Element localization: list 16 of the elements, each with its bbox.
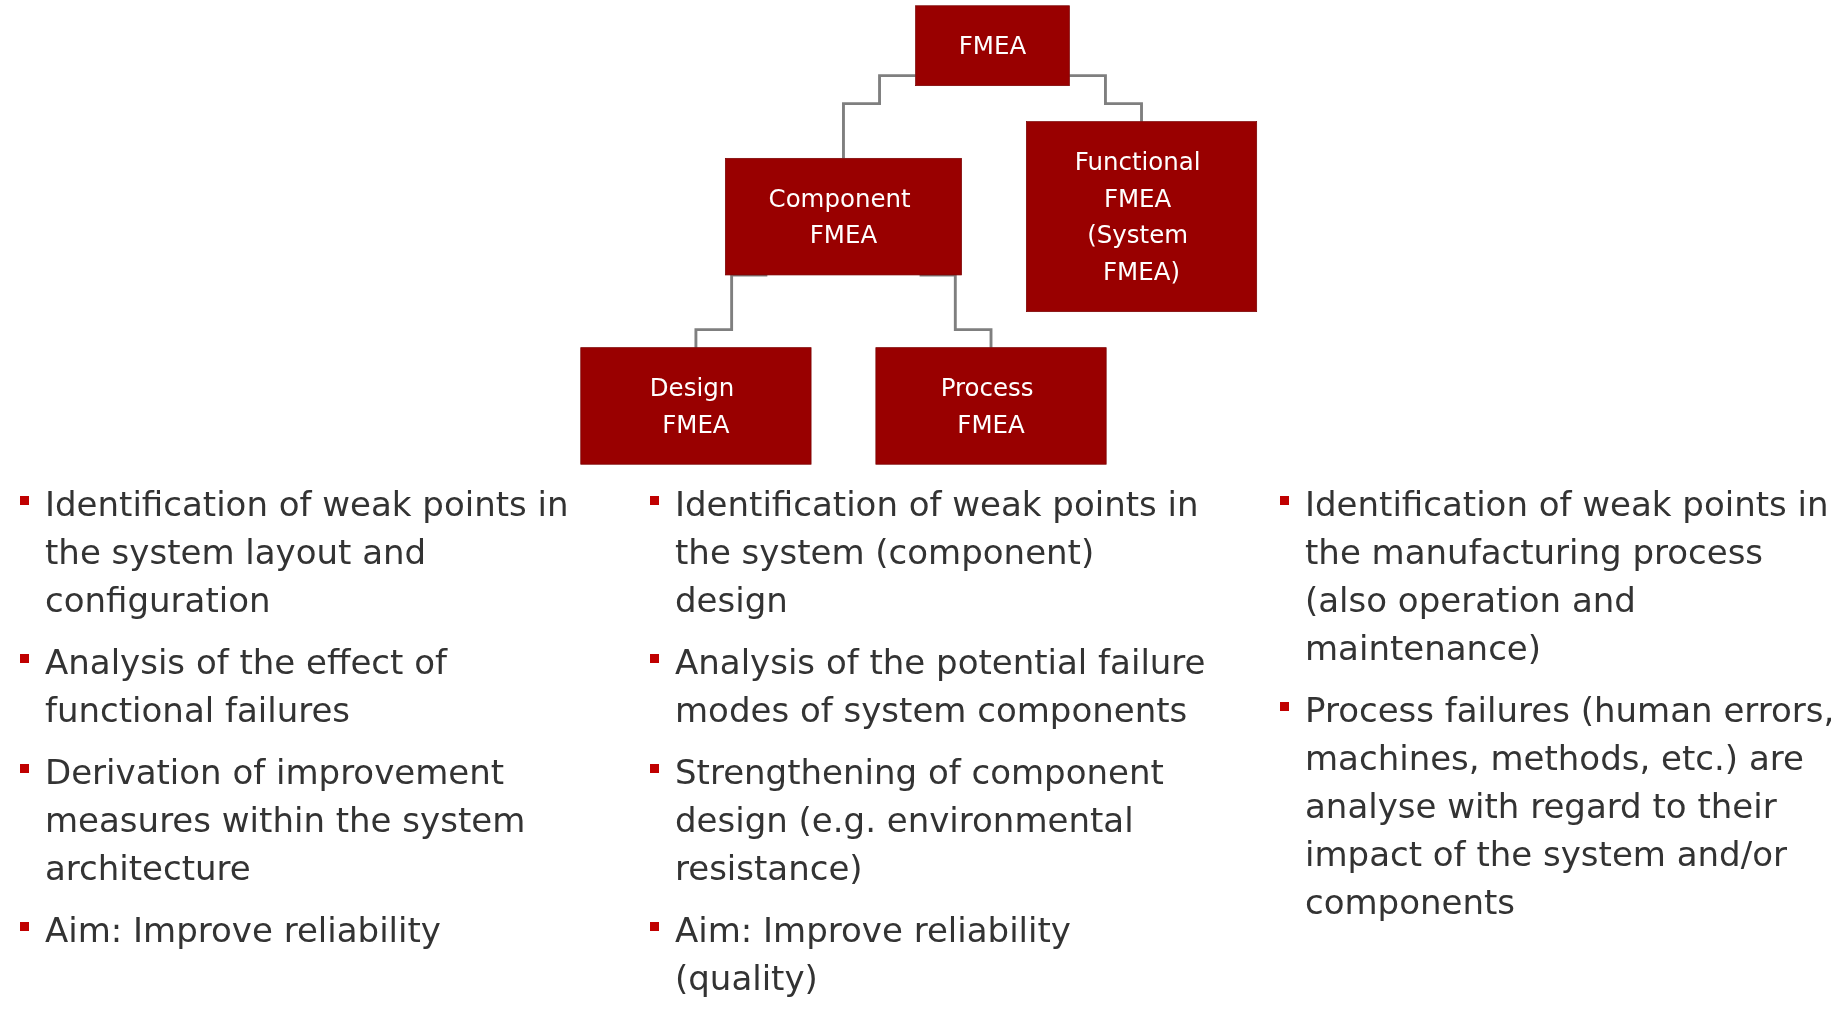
node-box: Functional FMEA (System FMEA): [1025, 121, 1257, 312]
bullet-text: Process failures (human errors, machines, methods, etc.) are analyse with regard to their impact of the system and/or components: [1305, 689, 1836, 924]
bullet-text: Identification of weak points in the manufacturing process (also operation and maintenance): [1305, 483, 1830, 670]
bullet-text: Strengthening of component design (e.g. environmental resistance): [675, 751, 1165, 890]
bullet-text: Aim: Improve reliability (quality): [675, 909, 1072, 1000]
bullet-text: Identification of weak points in the system layout and configuration: [45, 483, 570, 622]
connector: [841, 74, 916, 160]
node-box: Component FMEA: [724, 158, 962, 276]
node-box: FMEA: [915, 5, 1070, 86]
bullet-text: Derivation of improvement measures within the system architecture: [45, 751, 527, 890]
bullet-text: Analysis of the effect of functional failures: [45, 641, 449, 732]
node-box: Process FMEA: [875, 347, 1107, 465]
bullet-text: Analysis of the potential failure modes of system components: [675, 641, 1207, 732]
bullet-text: Aim: Improve reliability: [45, 909, 441, 952]
bullet-text: Identification of weak points in the system (component) design: [675, 483, 1200, 622]
node-box: Design FMEA: [580, 347, 812, 465]
